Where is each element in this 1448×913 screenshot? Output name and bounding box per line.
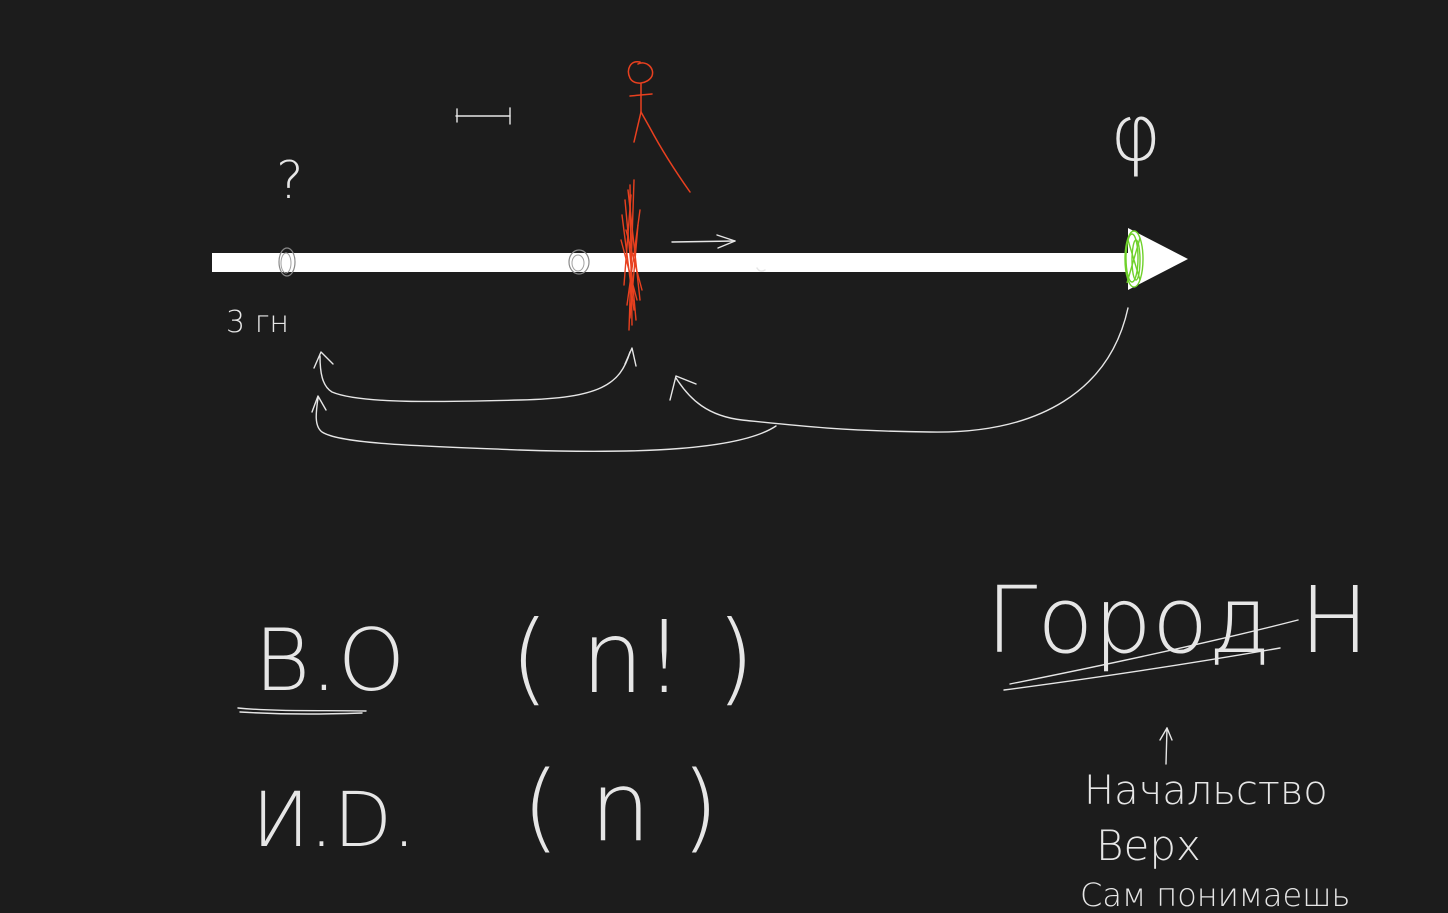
boss-note: Начальство: [1084, 768, 1328, 814]
question-mark: ?: [276, 151, 304, 211]
stick-figure-icon: [627, 61, 691, 193]
city-underline: [1009, 619, 1299, 685]
arrow-right-icon: [671, 234, 736, 249]
bo-underline: [237, 707, 367, 712]
arrow-up-icon: [1159, 727, 1173, 765]
green-scribble-mark: [1124, 230, 1144, 288]
top-note: Верх: [1096, 821, 1201, 870]
bo-underline-2: [239, 711, 363, 715]
connector-arrows: [311, 307, 1129, 453]
id-formula: ( n ): [522, 751, 719, 863]
self-note: Сам понимаешь: [1080, 876, 1350, 913]
interval-marker: [455, 107, 511, 125]
phi-label: φ: [1110, 89, 1161, 179]
axis-point-middle: [568, 249, 590, 275]
timeline-axis: [212, 228, 1188, 290]
axis-bar: [212, 253, 1130, 272]
axis-arrowhead: [1128, 228, 1188, 290]
axis-point-start: [278, 247, 296, 277]
bo-formula: ( n! ): [510, 599, 755, 716]
city-title: Город Н: [986, 567, 1369, 674]
id-label: И.D.: [252, 775, 416, 864]
start-point-label: 3 гн: [226, 305, 289, 340]
axis-tick-small: [756, 267, 766, 272]
red-scribble-mark: [620, 179, 643, 331]
bo-label: B.O: [254, 611, 405, 711]
city-underline-2: [1003, 647, 1281, 691]
